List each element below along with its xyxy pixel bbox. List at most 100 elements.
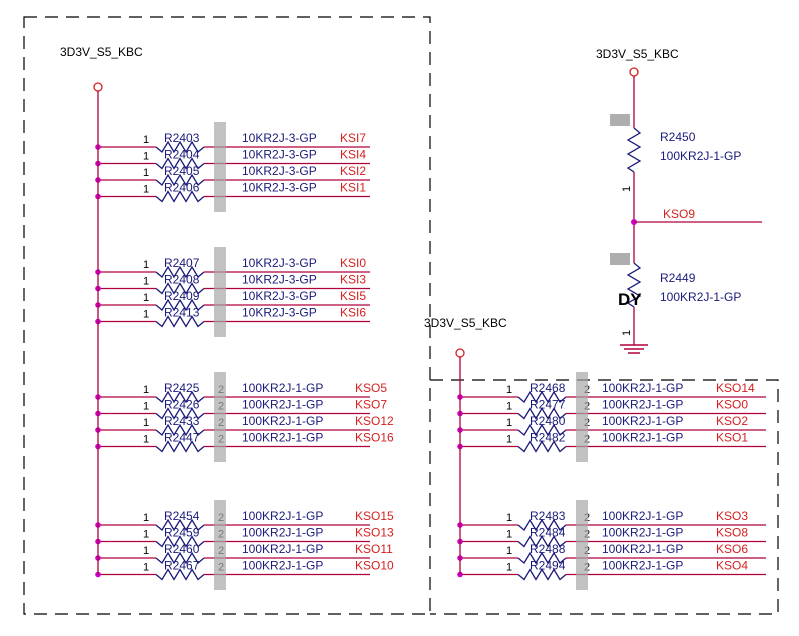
resistor-ref-label: R2406: [164, 181, 200, 195]
resistor-symbol: [155, 140, 205, 154]
resistor-value-label: 10KR2J-3-GP: [242, 273, 317, 287]
resistor-symbol: [155, 265, 205, 279]
resistor-symbol: [155, 551, 205, 565]
resistor-value-label: 10KR2J-3-GP: [242, 148, 317, 162]
resistor-ref-label: R2468: [530, 381, 566, 395]
net-label: KSO0: [716, 398, 748, 412]
resistor-value-label: 10KR2J-3-GP: [242, 131, 317, 145]
resistor-value-label: 10KR2J-3-GP: [242, 181, 317, 195]
net-label: KSO7: [355, 398, 387, 412]
resistor-value-label: 100KR2J-1-GP: [242, 414, 323, 428]
resistor-ref-label: R2413: [164, 306, 200, 320]
net-label: KSO3: [716, 509, 748, 523]
resistor-ref-label: R2480: [530, 414, 566, 428]
pin-1-label: 1: [143, 151, 149, 163]
pin-1-label: 1: [506, 545, 512, 557]
resistor-value-label: 100KR2J-1-GP: [602, 381, 683, 395]
resistor-value-label: 100KR2J-1-GP: [602, 542, 683, 556]
resistor-symbol: [517, 518, 567, 532]
net-label: KSI2: [340, 164, 366, 178]
resistor-symbol: [155, 440, 205, 453]
net-label: KSO15: [355, 509, 394, 523]
pin-1-label: 1: [143, 562, 149, 574]
resistor-symbol: [517, 423, 567, 437]
divider-section: R2450 100KR2J-1-GP 1 KSO9 R2449 100KR2J-…: [610, 76, 762, 354]
pin-1-label: 1: [143, 417, 149, 429]
resistor-symbol: [155, 282, 205, 295]
resistor-ref-label: R2483: [530, 509, 566, 523]
resistor-ref-label: R2494: [530, 559, 566, 573]
resistor-symbol: [517, 535, 567, 548]
resistor-value-label: 100KR2J-1-GP: [602, 559, 683, 573]
resistor-symbol: [155, 390, 205, 404]
r2450-pin: 1: [621, 186, 633, 192]
resistor-symbol: [155, 157, 205, 170]
pin-1-label: 1: [143, 434, 149, 446]
pin-1-label: 1: [143, 259, 149, 271]
resistor-symbol: [155, 518, 205, 532]
resistor-symbol: [155, 568, 205, 581]
resistor-symbol: [155, 190, 205, 203]
resistor-value-label: 10KR2J-3-GP: [242, 256, 317, 270]
net-label: KSO13: [355, 526, 394, 540]
blurred-mark-r2450: [610, 114, 630, 126]
resistor-symbol: [517, 407, 567, 420]
resistor-value-label: 100KR2J-1-GP: [242, 381, 323, 395]
resistor-value-label: 100KR2J-1-GP: [242, 559, 323, 573]
resistor-symbol: [155, 315, 205, 328]
pin-1-label: 1: [506, 417, 512, 429]
pin-1-label: 1: [143, 134, 149, 146]
resistor-ref-label: R2407: [164, 256, 200, 270]
net-label: KSI1: [340, 181, 366, 195]
pin-1-label: 1: [143, 309, 149, 321]
pin-1-label: 1: [143, 545, 149, 557]
right-power-connector: [455, 348, 465, 358]
resistor-symbol: [517, 440, 567, 453]
resistor-value-label: 10KR2J-3-GP: [242, 289, 317, 303]
kso9-net-label: KSO9: [663, 207, 695, 221]
r2449-value: 100KR2J-1-GP: [660, 290, 741, 304]
net-label: KSO1: [716, 431, 748, 445]
resistor-symbol: [155, 407, 205, 420]
pin-1-label: 1: [143, 167, 149, 179]
pin-1-label: 1: [143, 184, 149, 196]
r2450-ref: R2450: [660, 130, 696, 144]
pin-1-label: 1: [143, 401, 149, 413]
resistor-ref-label: R2459: [164, 526, 200, 540]
resistor-symbol: [155, 535, 205, 548]
resistor-ref-label: R2477: [530, 398, 566, 412]
net-label: KSO6: [716, 542, 748, 556]
net-label: KSO12: [355, 414, 394, 428]
net-label: KSO11: [355, 542, 393, 556]
net-label: KSO2: [716, 414, 748, 428]
right-dashed-box: [430, 379, 779, 615]
resistor-symbol: [517, 551, 567, 565]
resistor-ref-label: R2447: [164, 431, 200, 445]
resistor-r2449-symbol: [626, 262, 642, 308]
resistor-ref-label: R2467: [164, 559, 200, 573]
resistor-ref-label: R2425: [164, 381, 200, 395]
pin-1-label: 1: [506, 401, 512, 413]
resistor-ref-label: R2488: [530, 542, 566, 556]
resistor-symbol: [155, 423, 205, 437]
resistor-symbol: [517, 568, 567, 581]
resistor-symbol: [155, 298, 205, 312]
net-label: KSO10: [355, 559, 394, 573]
blurred-mark: [214, 372, 226, 462]
resistor-row-r2406: 1 R2406 10KR2J-3-GP KSI1: [95, 181, 370, 203]
pin-1-label: 1: [143, 512, 149, 524]
net-label: KSO14: [716, 381, 755, 395]
dy-marker: DY: [618, 290, 642, 309]
resistor-ref-label: R2409: [164, 289, 200, 303]
